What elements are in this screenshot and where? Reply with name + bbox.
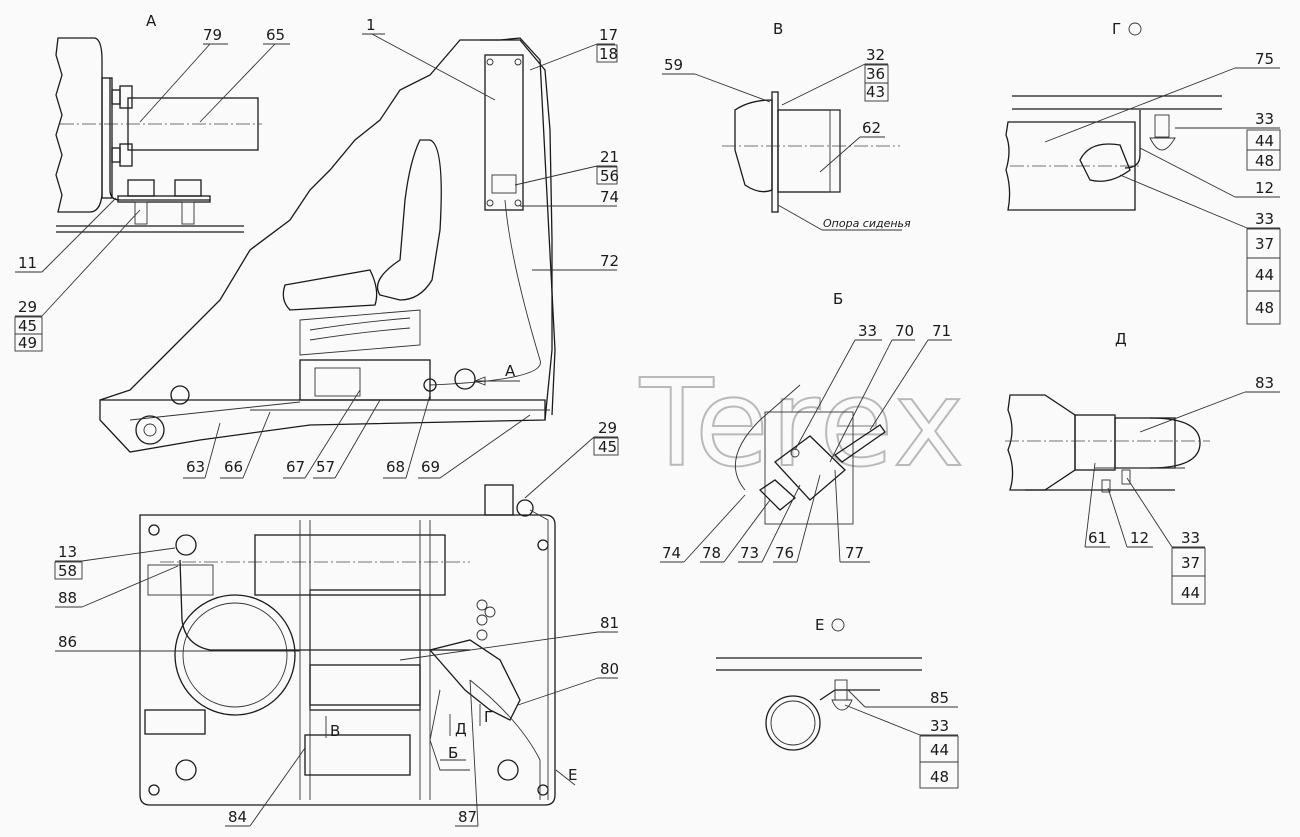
- callout-74a: 74: [600, 188, 619, 206]
- view-b-title: Б: [833, 290, 843, 308]
- callout-17: 17: [599, 26, 618, 44]
- view-d-title: Д: [1115, 330, 1127, 348]
- callout-72: 72: [600, 252, 619, 270]
- callout-83: 83: [1255, 374, 1274, 392]
- view-v-title: В: [773, 20, 783, 38]
- side-view-seat: А 1 17 18 21 56 74 72 63 66 67 57 68: [99, 16, 619, 479]
- callout-61: 61: [1088, 529, 1107, 547]
- arrow-v-label: В: [330, 722, 340, 740]
- callout-57: 57: [316, 458, 335, 476]
- callout-85: 85: [930, 689, 949, 707]
- view-g: Г 75 33 44 48 12 33 37 44 48: [1005, 20, 1281, 325]
- callout-44d: 44: [1181, 584, 1200, 602]
- view-v: В Опора сиденья 59 32 36 43 62: [662, 20, 911, 231]
- callout-84: 84: [228, 808, 247, 826]
- callout-37g: 37: [1255, 235, 1274, 253]
- callout-12g: 12: [1255, 179, 1274, 197]
- callout-29b: 29: [598, 419, 617, 437]
- callout-81: 81: [600, 614, 619, 632]
- callout-45a: 45: [18, 317, 37, 335]
- callout-76: 76: [775, 544, 794, 562]
- view-d: Д 83 61 12 33 37 44: [1005, 330, 1280, 605]
- callout-33d: 33: [1181, 529, 1200, 547]
- view-a-title: А: [146, 12, 157, 30]
- view-e-title: Е: [815, 616, 824, 634]
- callout-18: 18: [599, 45, 618, 63]
- callout-65: 65: [266, 26, 285, 44]
- callout-33g1: 33: [1255, 110, 1274, 128]
- callout-79: 79: [203, 26, 222, 44]
- callout-44g2: 44: [1255, 266, 1274, 284]
- callout-78: 78: [702, 544, 721, 562]
- callout-73: 73: [740, 544, 759, 562]
- callout-69: 69: [421, 458, 440, 476]
- callout-33e: 33: [930, 717, 949, 735]
- callout-77: 77: [845, 544, 864, 562]
- view-b: Б 33 70 71 74 78 73 76 77: [660, 290, 952, 563]
- callout-1: 1: [366, 16, 376, 34]
- callout-48g2: 48: [1255, 299, 1274, 317]
- callout-58: 58: [58, 562, 77, 580]
- callout-13: 13: [58, 543, 77, 561]
- callout-86: 86: [58, 633, 77, 651]
- callout-88: 88: [58, 589, 77, 607]
- callout-70: 70: [895, 322, 914, 340]
- callout-48g1: 48: [1255, 152, 1274, 170]
- callout-56: 56: [600, 167, 619, 185]
- watermark: Terex: [639, 355, 966, 494]
- callout-66: 66: [224, 458, 243, 476]
- callout-45b: 45: [598, 438, 617, 456]
- arrow-e-label: Е: [568, 766, 577, 784]
- callout-48e: 48: [930, 768, 949, 786]
- callout-11: 11: [18, 254, 37, 272]
- plan-view: В Д Г Б Е 29 45 13 58 88 86 81 80 84: [54, 419, 619, 827]
- arrow-g-label: Г: [484, 708, 493, 726]
- callout-67: 67: [286, 458, 305, 476]
- callout-68: 68: [386, 458, 405, 476]
- callout-21: 21: [600, 148, 619, 166]
- view-g-title: Г: [1112, 20, 1121, 38]
- callout-33g2: 33: [1255, 210, 1274, 228]
- callout-63: 63: [186, 458, 205, 476]
- callout-44e: 44: [930, 741, 949, 759]
- callout-12d: 12: [1130, 529, 1149, 547]
- callout-75: 75: [1255, 50, 1274, 68]
- callout-49: 49: [18, 334, 37, 352]
- callout-29a: 29: [18, 298, 37, 316]
- callout-62: 62: [862, 119, 881, 137]
- callout-33b: 33: [858, 322, 877, 340]
- view-a: А 79 65 11 29 45 49: [14, 12, 290, 352]
- callout-74b: 74: [662, 544, 681, 562]
- callout-59: 59: [664, 56, 683, 74]
- arrow-a-label: А: [505, 362, 516, 380]
- arrow-d-label: Д: [455, 720, 467, 738]
- callout-32: 32: [866, 46, 885, 64]
- arrow-b-label: Б: [448, 744, 458, 762]
- callout-71: 71: [932, 322, 951, 340]
- callout-43: 43: [866, 83, 885, 101]
- callout-44g1: 44: [1255, 132, 1274, 150]
- seat-support-label: Опора сиденья: [823, 217, 911, 230]
- callout-80: 80: [600, 660, 619, 678]
- callout-36: 36: [866, 65, 885, 83]
- view-e: Е 85 33 44 48: [716, 616, 959, 789]
- callout-37d: 37: [1181, 554, 1200, 572]
- callout-87: 87: [458, 808, 477, 826]
